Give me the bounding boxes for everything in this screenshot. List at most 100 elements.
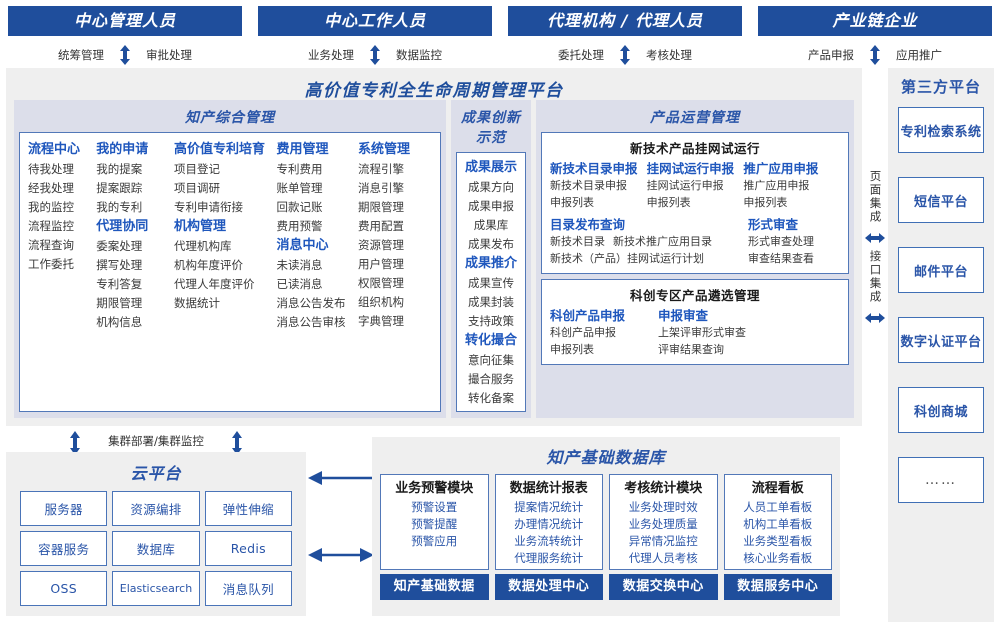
menu-item[interactable]: 专利费用 [276, 162, 323, 176]
third-party-patent-search[interactable]: 专利检索系统 [898, 107, 984, 153]
menu-item[interactable]: 科创产品申报 [550, 326, 616, 339]
menu-item[interactable]: 成果库 [473, 218, 509, 232]
section-head[interactable]: 形式审查 [748, 217, 799, 232]
menu-item[interactable]: 专利答复 [96, 277, 143, 291]
third-party-innovation-mall[interactable]: 科创商城 [898, 387, 984, 433]
cloud-cell-message-queue[interactable]: 消息队列 [204, 571, 292, 606]
db-item[interactable]: 人员工单看板 [743, 500, 813, 514]
section-head[interactable]: 转化撮合 [464, 333, 517, 348]
db-item[interactable]: 提案情况统计 [514, 500, 584, 514]
menu-item[interactable]: 项目调研 [174, 181, 221, 195]
menu-item[interactable]: 申报列表 [743, 196, 788, 209]
db-item[interactable]: 核心业务看板 [743, 551, 813, 565]
cloud-cell-orchestration[interactable]: 资源编排 [112, 491, 200, 526]
menu-item[interactable]: 上架评审形式审查 [658, 326, 746, 339]
cloud-cell-server[interactable]: 服务器 [20, 491, 108, 526]
menu-item[interactable]: 申报列表 [550, 196, 594, 209]
db-footer-service-center[interactable]: 数据服务中心 [723, 574, 832, 600]
menu-item[interactable]: 已读消息 [276, 277, 323, 291]
menu-item[interactable]: 形式审查处理 [748, 235, 814, 248]
menu-item[interactable]: 资源管理 [358, 238, 405, 252]
menu-item[interactable]: 代理机构库 [174, 239, 232, 253]
role-title-industry-enterprise[interactable]: 产业链企业 [758, 6, 992, 36]
menu-item[interactable]: 费用配置 [358, 219, 405, 233]
section-head[interactable]: 新技术目录申报 [550, 161, 638, 176]
cloud-cell-oss[interactable]: OSS [20, 571, 108, 606]
db-item[interactable]: 代理服务统计 [514, 551, 584, 565]
menu-item[interactable]: 撰写处理 [96, 258, 143, 272]
section-head[interactable]: 申报审查 [658, 308, 709, 323]
menu-item[interactable]: 未读消息 [276, 258, 323, 272]
menu-item[interactable]: 委案处理 [96, 239, 143, 253]
menu-item[interactable]: 成果发布 [468, 237, 514, 251]
third-party-sms[interactable]: 短信平台 [898, 177, 984, 223]
menu-item[interactable]: 工作委托 [28, 257, 74, 271]
section-head[interactable]: 目录发布查询 [550, 217, 626, 232]
section-head[interactable]: 费用管理 [276, 142, 329, 157]
menu-item[interactable]: 流程监控 [28, 219, 74, 233]
menu-item[interactable]: 期限管理 [358, 200, 405, 214]
cloud-cell-database[interactable]: 数据库 [112, 531, 200, 566]
db-item[interactable]: 业务处理质量 [628, 517, 698, 531]
db-item[interactable]: 机构工单看板 [743, 517, 813, 531]
menu-item[interactable]: 期限管理 [96, 296, 143, 310]
menu-item[interactable]: 新技术推广应用目录 [613, 235, 712, 248]
cloud-cell-autoscaling[interactable]: 弹性伸缩 [204, 491, 292, 526]
cloud-cell-elasticsearch[interactable]: Elasticsearch [112, 571, 200, 606]
menu-item[interactable]: 回款记账 [276, 200, 323, 214]
menu-item[interactable]: 新技术目录申报 [550, 179, 627, 192]
menu-item[interactable]: 经我处理 [28, 181, 74, 195]
menu-item[interactable]: 权限管理 [358, 276, 405, 290]
menu-item[interactable]: 流程查询 [28, 238, 74, 252]
menu-item[interactable]: 项目登记 [174, 162, 221, 176]
menu-item[interactable]: 待我处理 [28, 162, 74, 176]
section-head[interactable]: 成果展示 [464, 160, 517, 175]
section-head[interactable]: 高价值专利培育 [174, 142, 266, 157]
menu-item[interactable]: 字典管理 [358, 314, 405, 328]
db-item[interactable]: 预警应用 [411, 534, 458, 548]
menu-item[interactable]: 专利申请衔接 [174, 200, 244, 214]
db-item[interactable]: 异常情况监控 [628, 534, 698, 548]
menu-item[interactable]: 新技术（产品）挂网试运行计划 [550, 252, 704, 265]
menu-item[interactable]: 成果方向 [468, 180, 514, 194]
section-head[interactable]: 系统管理 [358, 142, 411, 157]
menu-item[interactable]: 流程引擎 [358, 162, 405, 176]
section-head[interactable]: 科创产品申报 [550, 308, 626, 323]
db-item[interactable]: 预警提醒 [411, 517, 458, 531]
menu-item[interactable]: 审查结果查看 [748, 252, 814, 265]
third-party-more[interactable]: …… [898, 457, 984, 503]
menu-item[interactable]: 撮合服务 [468, 372, 514, 386]
menu-item[interactable]: 消息公告发布 [276, 296, 346, 310]
db-item[interactable]: 业务处理时效 [628, 500, 698, 514]
menu-item[interactable]: 消息引擎 [358, 181, 405, 195]
db-item[interactable]: 代理人员考核 [628, 551, 698, 565]
role-title-center-staff[interactable]: 中心工作人员 [258, 6, 492, 36]
menu-item[interactable]: 申报列表 [646, 196, 691, 209]
section-head[interactable]: 代理协同 [96, 219, 149, 234]
menu-item[interactable]: 评审结果查询 [658, 343, 724, 356]
section-head[interactable]: 成果推介 [464, 256, 517, 271]
section-head[interactable]: 推广应用申报 [743, 161, 819, 176]
role-title-center-admin[interactable]: 中心管理人员 [8, 6, 242, 36]
cloud-cell-container[interactable]: 容器服务 [20, 531, 108, 566]
role-title-agency[interactable]: 代理机构 / 代理人员 [508, 6, 742, 36]
menu-item[interactable]: 我的提案 [96, 162, 143, 176]
section-head[interactable]: 我的申请 [96, 142, 149, 157]
section-head[interactable]: 机构管理 [174, 219, 227, 234]
section-head[interactable]: 挂网试运行申报 [646, 161, 735, 176]
menu-item[interactable]: 我的监控 [28, 200, 74, 214]
menu-item[interactable]: 申报列表 [550, 343, 594, 356]
menu-item[interactable]: 提案跟踪 [96, 181, 143, 195]
third-party-email[interactable]: 邮件平台 [898, 247, 984, 293]
menu-item[interactable]: 转化备案 [468, 391, 514, 405]
menu-item[interactable]: 机构信息 [96, 315, 143, 329]
db-item[interactable]: 办理情况统计 [514, 517, 584, 531]
menu-item[interactable]: 成果宣传 [468, 276, 514, 290]
menu-item[interactable]: 意向征集 [468, 353, 514, 367]
db-footer-processing-center[interactable]: 数据处理中心 [494, 574, 603, 600]
menu-item[interactable]: 数据统计 [174, 296, 221, 310]
menu-item[interactable]: 成果封装 [468, 295, 514, 309]
menu-item[interactable]: 机构年度评价 [174, 258, 244, 272]
section-head[interactable]: 消息中心 [276, 238, 329, 253]
menu-item[interactable]: 费用预警 [276, 219, 323, 233]
